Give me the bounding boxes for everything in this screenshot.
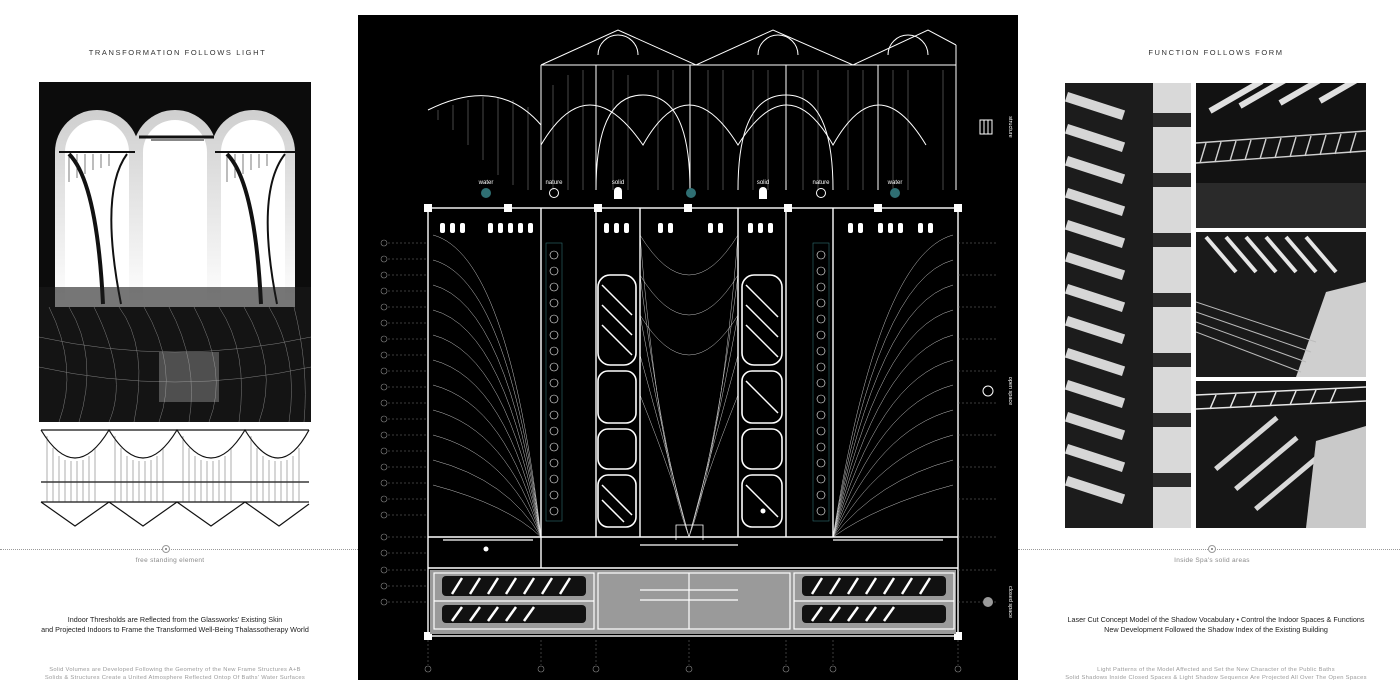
right-subcaption-line-2: Solid Shadows Inside Closed Spaces & Lig… xyxy=(1065,675,1367,681)
right-caption: Laser Cut Concept Model of the Shadow Vo… xyxy=(1046,615,1386,635)
zone-label-solid-right: solid xyxy=(757,180,769,186)
structure-side-label: structure xyxy=(1007,116,1013,137)
left-marker-line xyxy=(0,549,358,550)
zone-label-nature-right: nature xyxy=(812,180,830,186)
left-subcaption-line-1: Solid Volumes are Developed Following th… xyxy=(49,667,301,673)
roof-structure-section xyxy=(427,29,957,191)
shadow-model-photo-2 xyxy=(1196,232,1366,377)
water-icon xyxy=(481,188,491,198)
zone-label-nature-left: nature xyxy=(545,180,563,186)
closed-space-icon xyxy=(983,597,993,607)
left-panel-title: TRANSFORMATION FOLLOWS LIGHT xyxy=(88,48,267,57)
plan-outline xyxy=(427,207,959,637)
left-subcaption: Solid Volumes are Developed Following th… xyxy=(25,666,325,682)
zone-label-water-right: water xyxy=(887,180,903,186)
water-icon xyxy=(686,188,696,198)
solid-icon xyxy=(759,187,767,199)
right-subcaption-line-1: Light Patterns of the Model Affected and… xyxy=(1097,667,1335,673)
right-subcaption: Light Patterns of the Model Affected and… xyxy=(1046,666,1386,682)
spa-plan-drawing: structure water nature solid solid natur… xyxy=(358,15,1018,680)
right-panel-title: FUNCTION FOLLOWS FORM xyxy=(1148,48,1284,57)
zone-label-solid-left: solid xyxy=(612,180,624,186)
shadow-model-photo-3 xyxy=(1196,381,1366,528)
nature-icon xyxy=(549,188,559,198)
shadow-model-photo-1 xyxy=(1196,83,1366,228)
solid-volumes-left xyxy=(597,274,637,528)
zone-label-water-left: water xyxy=(478,180,494,186)
inside-spa-label: Inside Spa's solid areas xyxy=(1174,557,1250,564)
reflection-image xyxy=(39,307,311,422)
shadow-model-photo-large xyxy=(1065,83,1191,528)
structure-icon xyxy=(979,119,993,135)
free-standing-marker-dot xyxy=(162,545,170,553)
right-caption-line-2: New Development Followed the Shadow Inde… xyxy=(1104,625,1328,634)
water-icon xyxy=(890,188,900,198)
right-caption-line-1: Laser Cut Concept Model of the Shadow Vo… xyxy=(1067,615,1365,624)
open-space-icon xyxy=(982,385,994,397)
arch-elevation-drawing xyxy=(39,426,311,531)
inside-spa-marker-dot xyxy=(1208,545,1216,553)
solid-icon xyxy=(614,187,622,199)
nature-strip-left xyxy=(545,242,563,522)
vault-structure-lines xyxy=(432,234,954,538)
left-caption-line-2: and Projected Indoors to Frame the Trans… xyxy=(41,625,309,634)
left-subcaption-line-2: Solids & Structures Create a United Atmo… xyxy=(44,675,306,681)
nature-icon xyxy=(816,188,826,198)
solid-volumes-right xyxy=(741,274,783,528)
closed-space-side-label: closed space xyxy=(1007,586,1013,618)
nature-strip-right xyxy=(812,242,830,522)
open-space-side-label: open space xyxy=(1007,377,1013,405)
left-caption-line-1: Indoor Thresholds are Reflected from the… xyxy=(67,615,283,624)
free-standing-label: free standing element xyxy=(135,557,205,564)
arches-render-image xyxy=(39,82,311,307)
left-caption: Indoor Thresholds are Reflected from the… xyxy=(25,615,325,635)
